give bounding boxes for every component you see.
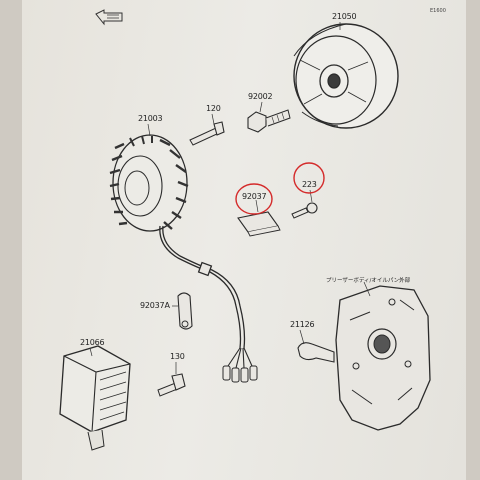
- clamp-92037a: [177, 292, 193, 330]
- part-label-92037a: 92037A: [140, 301, 170, 310]
- part-label-21050: 21050: [332, 12, 357, 21]
- wire-harness: [159, 225, 258, 383]
- part-label-92037: 92037: [242, 192, 267, 201]
- part-label-120: 120: [206, 104, 221, 113]
- bolt-92002: [247, 109, 291, 133]
- part-label-21066: 21066: [80, 338, 105, 347]
- part-label-223: 223: [302, 180, 317, 189]
- part-label-21003: 21003: [138, 114, 163, 123]
- front-arrow-icon: [95, 9, 123, 26]
- bolt-130: [157, 373, 186, 397]
- stator-coil: [109, 134, 189, 232]
- regulator-rectifier: [59, 345, 131, 451]
- part-label-130: 130: [170, 352, 185, 361]
- highlight-circles: [235, 162, 325, 215]
- part-label-92002: 92002: [248, 92, 273, 101]
- bolt-120: [189, 121, 225, 146]
- plate-92037: [237, 211, 281, 237]
- part-label-21126: 21126: [290, 320, 315, 329]
- screw-223: [291, 202, 318, 219]
- cover-label: プリーザーボディ/オイルパン外部: [326, 278, 411, 284]
- sheet-code: E1600: [430, 8, 446, 14]
- crankcase-cover: [335, 281, 431, 431]
- bracket-21126: [297, 342, 335, 363]
- flywheel-rotor: [293, 23, 399, 129]
